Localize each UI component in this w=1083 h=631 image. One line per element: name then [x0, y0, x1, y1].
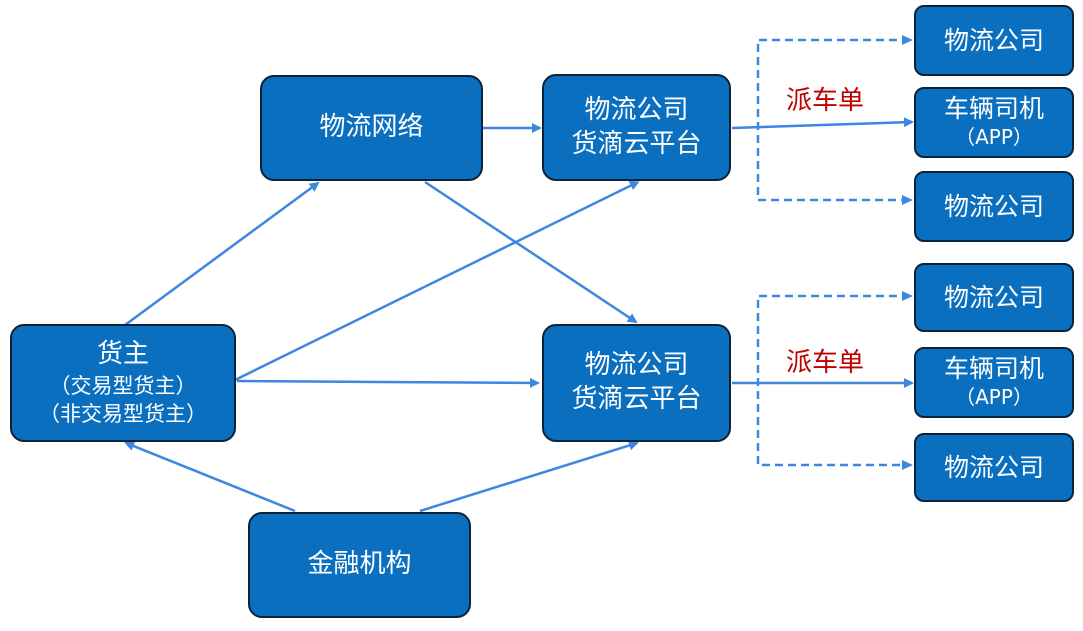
arrowhead-top-a [902, 35, 913, 45]
platform-top-line2: 货滴云平台 [571, 128, 702, 159]
shipper-title: 货主 [96, 338, 149, 369]
platform-top-line1: 物流公司 [584, 94, 689, 125]
edge-network-platform-bottom [424, 180, 638, 324]
platform-top-node: 物流公司 货滴云平台 [542, 74, 731, 181]
edge-finance-platform-bottom [419, 440, 639, 513]
shipper-node: 货主 （交易型货主） （非交易型货主） [10, 324, 236, 442]
dashed-branch-bottom [756, 294, 910, 467]
shipper-non-transactional: （非交易型货主） [39, 401, 207, 426]
bottom-logistics-company-a: 物流公司 [914, 263, 1074, 332]
platform-bottom-line1: 物流公司 [584, 350, 689, 381]
top-logistics-company-b: 物流公司 [914, 171, 1074, 242]
logistics-network-label: 物流网络 [319, 112, 424, 143]
bottom-driver-app-line1: 车辆司机 [943, 354, 1044, 383]
financial-institution-node: 金融机构 [248, 512, 471, 618]
top-driver-app-line2: （APP） [955, 125, 1033, 149]
dispatch-order-label-bottom: 派车单 [786, 348, 865, 378]
bottom-logistics-company-a-label: 物流公司 [943, 282, 1044, 312]
dispatch-order-label-top: 派车单 [786, 86, 865, 116]
logistics-network-node: 物流网络 [260, 75, 483, 181]
top-logistics-company-a: 物流公司 [914, 5, 1074, 76]
bottom-driver-app: 车辆司机 （APP） [914, 347, 1074, 418]
platform-bottom-line2: 货滴云平台 [571, 384, 702, 414]
edge-dispatch-top [731, 117, 914, 130]
edge-finance-shipper [124, 441, 296, 513]
arrowhead-top-b [902, 195, 913, 205]
top-logistics-company-a-label: 物流公司 [943, 25, 1044, 55]
edge-shipper-network [124, 181, 320, 327]
top-logistics-company-b-label: 物流公司 [943, 191, 1044, 221]
edge-shipper-platform-top [234, 180, 640, 382]
top-driver-app-line1: 车辆司机 [943, 94, 1044, 123]
bottom-driver-app-line2: （APP） [955, 385, 1033, 409]
bottom-logistics-company-b: 物流公司 [914, 433, 1074, 502]
edge-shipper-platform-bottom [236, 377, 540, 388]
arrowhead-bottom-a [902, 291, 913, 301]
shipper-transactional: （交易型货主） [49, 373, 197, 398]
bottom-logistics-company-b-label: 物流公司 [943, 452, 1044, 482]
dashed-branch-top [756, 38, 910, 202]
financial-institution-label: 金融机构 [307, 549, 412, 580]
top-driver-app: 车辆司机 （APP） [914, 87, 1074, 158]
platform-bottom-node: 物流公司 货滴云平台 [542, 324, 731, 442]
arrowhead-bottom-b [902, 460, 913, 470]
